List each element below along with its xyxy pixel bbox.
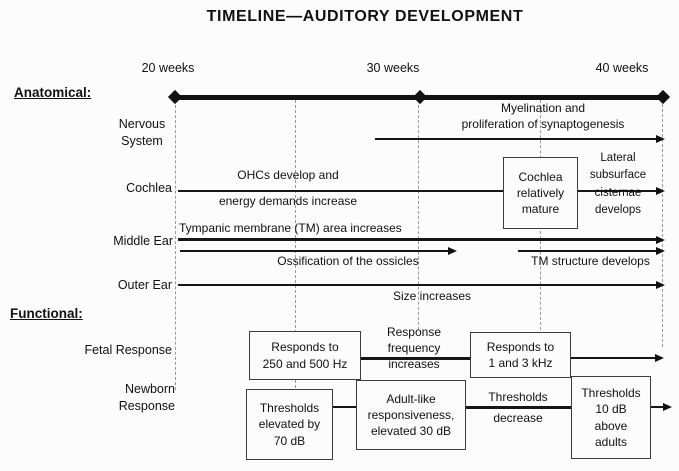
- annotation-size-increases: Size increases: [392, 289, 472, 303]
- row-label-fetal-response: Fetal Response: [84, 343, 172, 357]
- fetal-box-1-3khz: Responds to 1 and 3 kHz: [470, 332, 571, 378]
- annotation-tympanic-membrane: Tympanic membrane (TM) area increases: [179, 221, 402, 235]
- ossification-arrowhead-icon: [448, 247, 457, 255]
- outer-ear-arrowhead-icon: [656, 281, 665, 289]
- middle-ear-line: [178, 238, 658, 241]
- section-anatomical: Anatomical:: [14, 85, 92, 100]
- newborn-line: [649, 406, 665, 408]
- gridline-30wk: [418, 100, 419, 330]
- annotation-response-frequency: Response frequency increases: [386, 325, 442, 371]
- page-title: TIMELINE—AUDITORY DEVELOPMENT: [206, 8, 524, 25]
- week-label-40: 40 weeks: [595, 61, 649, 75]
- diamond-marker-40wk: [655, 89, 671, 105]
- newborn-connector2-line: [462, 406, 573, 409]
- fetal-connector-line: [357, 357, 471, 360]
- annotation-ossification: Ossification of the ossicles: [277, 254, 419, 268]
- section-functional: Functional:: [10, 306, 83, 321]
- annotation-lateral-cisternae: Lateral subsurface cisternae develops: [589, 152, 647, 216]
- newborn-box-10db: Thresholds 10 dB above adults: [571, 376, 651, 459]
- newborn-box-70db: Thresholds elevated by 70 dB: [246, 389, 333, 460]
- newborn-box-adult-like: Adult-like responsiveness, elevated 30 d…: [356, 380, 466, 450]
- gridline-40wk: [662, 104, 663, 347]
- fetal-line: [567, 357, 657, 359]
- outer-ear-line: [178, 284, 658, 286]
- gridline-25wk: [295, 100, 296, 388]
- annotation-ohcs-develop: OHCs develop and: [237, 168, 339, 182]
- tm-structure-arrowhead-icon: [656, 247, 665, 255]
- newborn-arrowhead-icon: [663, 403, 672, 411]
- annotation-myelination: Myelination and proliferation of synapto…: [461, 101, 625, 131]
- ossification-line: [180, 250, 450, 252]
- cochlea-line: [178, 190, 658, 192]
- row-label-cochlea: Cochlea: [126, 181, 172, 195]
- week-label-20: 20 weeks: [141, 61, 195, 75]
- cochlea-arrowhead-icon: [656, 187, 665, 195]
- middle-ear-arrowhead-icon: [656, 236, 665, 244]
- week-label-30: 30 weeks: [366, 61, 420, 75]
- row-label-newborn-response: Newborn Response: [118, 382, 175, 413]
- diamond-marker-20wk: [167, 89, 183, 105]
- newborn-connector1-line: [330, 406, 358, 408]
- fetal-arrowhead-icon: [655, 354, 664, 362]
- row-label-middle-ear: Middle Ear: [113, 234, 173, 248]
- annotation-energy-demands: energy demands increase: [218, 194, 358, 208]
- gridline-20wk: [175, 100, 176, 390]
- tm-structure-line: [518, 250, 658, 252]
- row-label-nervous-system: Nervous System: [118, 117, 166, 148]
- fetal-box-250-500hz: Responds to 250 and 500 Hz: [249, 331, 361, 380]
- cochlea-mature-box: Cochlea relatively mature: [503, 157, 578, 229]
- nervous-system-line: [375, 138, 658, 140]
- diamond-marker-30wk: [412, 89, 428, 105]
- nervous-system-arrowhead-icon: [656, 135, 665, 143]
- annotation-tm-structure: TM structure develops: [531, 254, 650, 268]
- row-label-outer-ear: Outer Ear: [117, 278, 172, 292]
- annotation-thresholds-decrease: Thresholds decrease: [488, 390, 548, 425]
